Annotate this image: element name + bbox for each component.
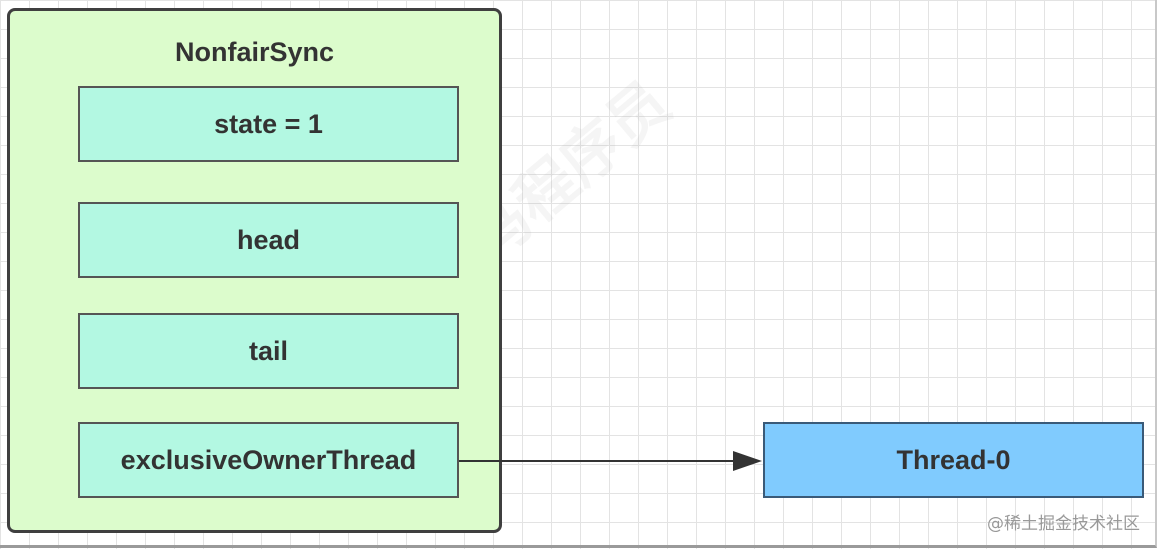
field-tail[interactable]: tail (78, 313, 459, 389)
credit-label: @稀土掘金技术社区 (987, 514, 1140, 534)
field-exclusive-owner-thread[interactable]: exclusiveOwnerThread (78, 422, 459, 498)
container-title: NonfairSync (174, 37, 335, 67)
field-head[interactable]: head (78, 202, 459, 278)
thread-0-node[interactable]: Thread-0 (763, 422, 1144, 498)
arrow-head (733, 451, 762, 471)
field-state[interactable]: state = 1 (78, 86, 459, 162)
